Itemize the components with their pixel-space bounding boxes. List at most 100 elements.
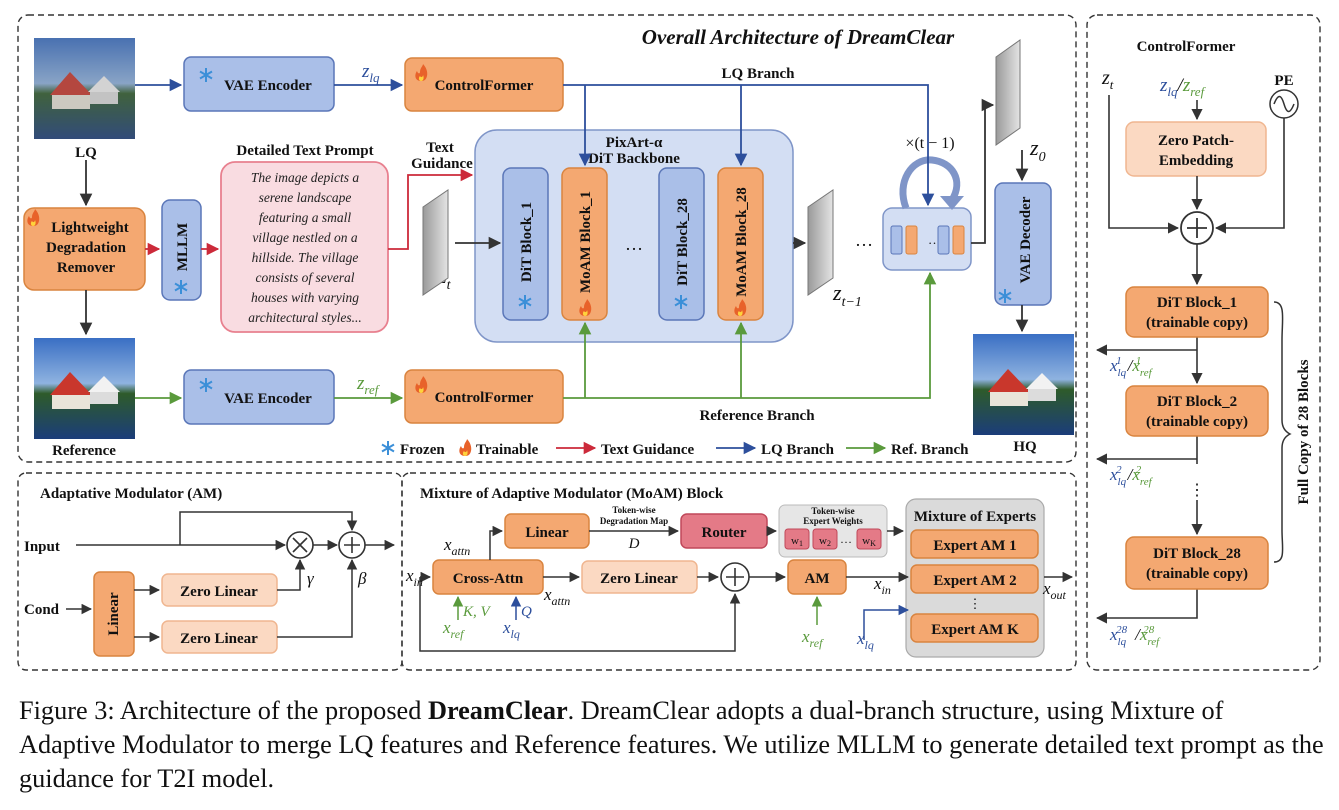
lightweight-line1: Lightweight (51, 220, 129, 236)
blocks-ellipsis: … (625, 234, 643, 254)
expert-am-2-label: Expert AM 2 (933, 573, 1016, 589)
loop-arrow-head (940, 196, 964, 210)
dit-block-1 (502, 167, 549, 321)
weight-box (856, 528, 882, 550)
prompt-line: The image depicts a (251, 170, 360, 185)
moe-title: Mixture of Experts (914, 509, 1036, 525)
x-out-label: xout (1042, 579, 1067, 602)
feature-ellipsis: … (855, 230, 873, 250)
cf-plus (1187, 218, 1207, 238)
vae-decoder-label: VAE Decoder (1018, 196, 1034, 283)
arrow-cf-out28 (1095, 589, 1198, 624)
controlformer-panel-title: ControlFormer (1137, 39, 1236, 55)
prompt-line: featuring a small (259, 210, 352, 225)
weight-box (784, 528, 810, 550)
mllm-box (161, 199, 202, 301)
z-t1-feature (807, 189, 834, 296)
legend-trainable: Trainable (476, 442, 539, 458)
vae-encoder-lq (183, 56, 335, 112)
z-t-feature (422, 189, 449, 296)
map-d: D (628, 536, 640, 552)
map-label-2: Degradation Map (600, 516, 668, 526)
vae-decoder (994, 182, 1052, 306)
text-prompt-box (220, 161, 389, 333)
x-in-label-1: xin (405, 566, 423, 589)
loop-box (882, 207, 972, 271)
expert-am-2 (910, 564, 1039, 594)
figure-canvas: Overall Architecture of DreamClear LQ Re… (17, 14, 1321, 671)
mllm-label: MLLM (175, 223, 191, 271)
vae-encoder-ref (183, 369, 335, 425)
loop-dit-mini (890, 225, 903, 255)
prompt-line: hillside. The village (252, 250, 359, 265)
x-attn-label-1: xattn (443, 535, 470, 558)
zero-patch-embedding (1125, 121, 1267, 177)
loop-moam-mini (905, 225, 918, 255)
prompt-line: houses with varying (251, 290, 359, 305)
experts-dots: ⋮ (969, 596, 982, 611)
controlformer-lq-label: ControlFormer (435, 78, 534, 94)
prompt-line: village nestled on a (252, 230, 358, 245)
x-lq-label-2: xlq (856, 629, 874, 652)
am-title: Adaptative Modulator (AM) (40, 486, 222, 502)
cf-dit-block-28 (1125, 536, 1269, 590)
x-attn-label-2: xattn (543, 585, 570, 608)
expert-am-1 (910, 529, 1039, 559)
full-copy-brace (1273, 301, 1292, 563)
expert-am-1-label: Expert AM 1 (933, 538, 1016, 554)
loop-dit-mini (937, 225, 950, 255)
am-beta: β (357, 569, 367, 588)
reference-label: Reference (52, 443, 116, 459)
prompt-line: architectural styles... (248, 310, 361, 325)
am-gamma: γ (307, 569, 315, 588)
cf-outputs: xlq1/xref1 xlq2/xref2 xlq28/xref28 (1109, 355, 1161, 648)
prompt-title: Detailed Text Prompt (236, 143, 373, 159)
arrow-cf-zt (1108, 95, 1180, 234)
controlformer-ref-label: ControlFormer (435, 390, 534, 406)
am-cond-label: Cond (24, 602, 60, 618)
moam-panel-frame (401, 472, 1077, 671)
lq-branch-label: LQ Branch (722, 66, 796, 82)
q-label: Q (521, 604, 532, 620)
am-times (292, 537, 308, 553)
am-input-label: Input (24, 539, 60, 555)
arrow-am-skip (179, 511, 358, 545)
cf-dit-block-2 (1125, 385, 1269, 437)
cf-out2-label: xlq2/xref2 (1109, 464, 1154, 488)
moam-plus (726, 568, 744, 586)
legend-text: Text Guidance (601, 442, 695, 458)
vae-encoder-ref-label: VAE Encoder (224, 391, 312, 407)
z-lq-label: zlq (361, 61, 380, 85)
controlformer-panel-frame (1086, 14, 1321, 671)
figure-caption: Figure 3: Architecture of the proposed D… (19, 694, 1324, 796)
arrow-ref-branch-loop (563, 271, 937, 399)
cross-attn-label: Cross-Attn (453, 571, 524, 587)
am-linear-label: Linear (106, 592, 122, 636)
legend: Frozen Trainable Text Guidance LQ Branch… (381, 439, 969, 458)
kv-label: K, V (462, 604, 492, 620)
pe-wave-icon (1273, 95, 1295, 113)
am-zero-linear-label: Zero Linear (180, 584, 258, 600)
router-label: Router (702, 525, 747, 541)
caption-prefix: Figure 3: Architecture of the proposed (19, 696, 428, 725)
vae-encoder-lq-label: VAE Encoder (224, 78, 312, 94)
lightweight-line3: Remover (57, 260, 116, 276)
cf-block1-name: DiT Block_1 (1157, 295, 1237, 311)
am-zero-linear-label: Zero Linear (180, 631, 258, 647)
moam-zero-linear-label: Zero Linear (600, 571, 678, 587)
reference-image (34, 338, 135, 439)
arrow-am-gamma (277, 558, 306, 591)
legend-ref: Ref. Branch (891, 442, 969, 458)
z-ref-label: zref (356, 373, 381, 397)
dit-block-1-label: DiT Block_1 (519, 202, 535, 282)
prompt-line: consists of several (256, 270, 355, 285)
cf-block28-sub: (trainable copy) (1146, 566, 1248, 582)
arrow-xlq-moe (863, 604, 910, 640)
z-t1-label: zt−1 (832, 280, 862, 310)
am-plus (344, 537, 360, 553)
full-copy-label: Full Copy of 28 Blocks (1296, 359, 1312, 504)
cf-dit-block-1 (1125, 286, 1269, 338)
map-label-1: Token-wise (612, 505, 655, 515)
expert-am-k-label: Expert AM K (931, 622, 1019, 638)
dit-block-28 (658, 167, 705, 321)
